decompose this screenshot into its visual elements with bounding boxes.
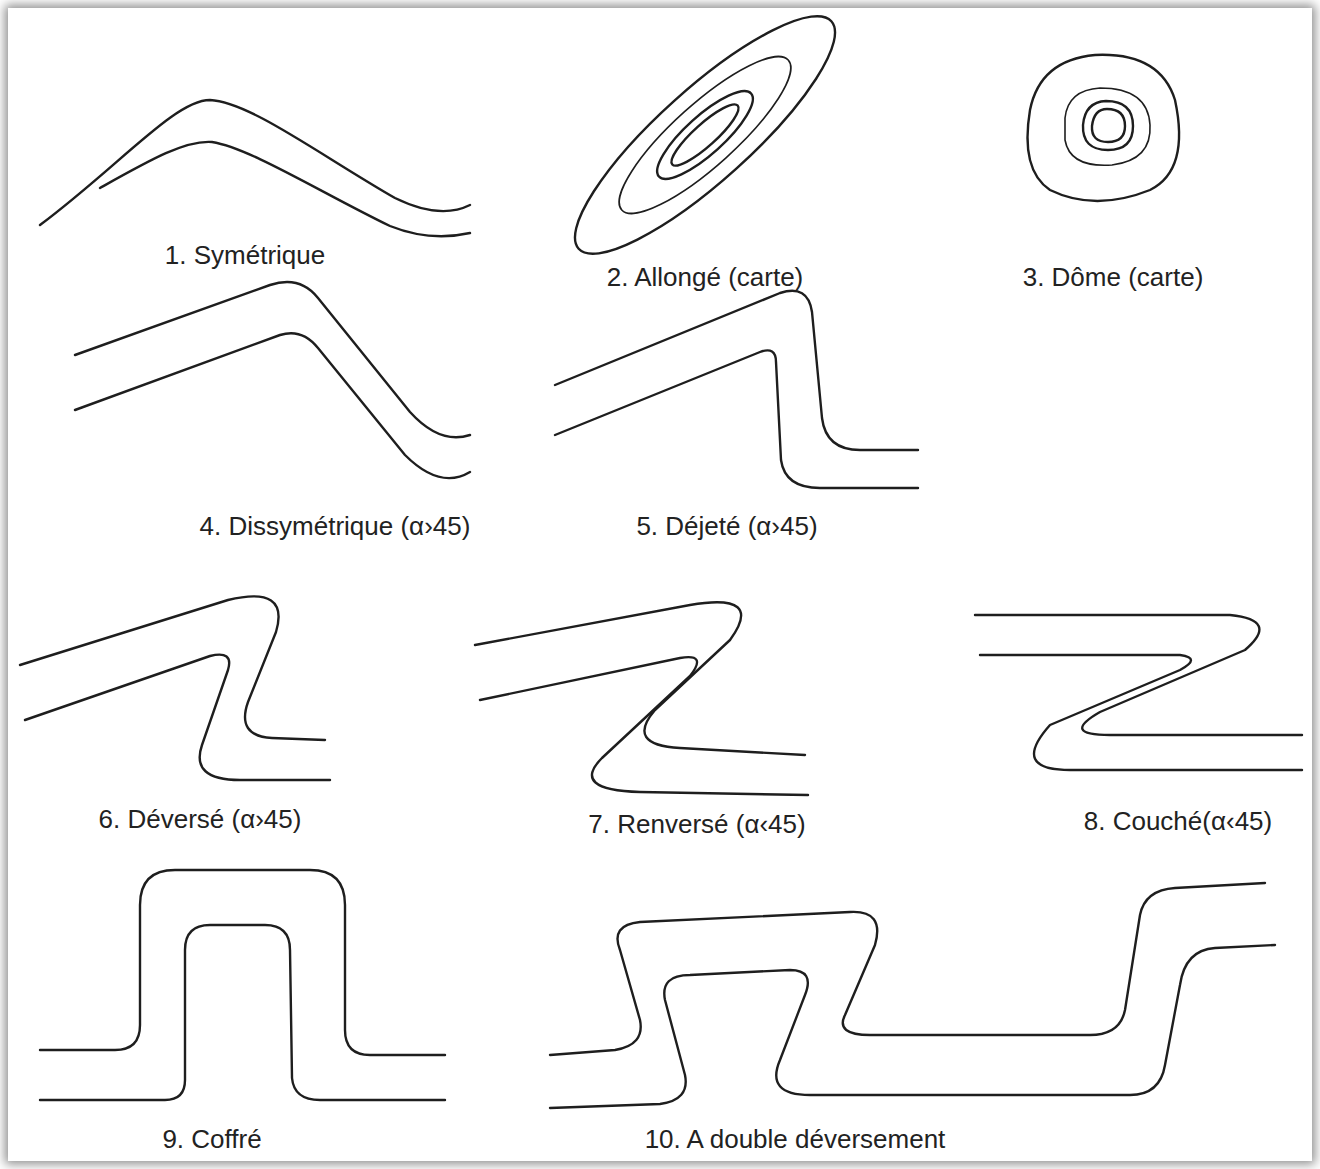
fold-caption: 7. Renversé (α‹45) — [588, 810, 805, 840]
map-contour — [1065, 88, 1150, 165]
fold-caption: 10. A double déversement — [645, 1125, 946, 1155]
fold-caption: 5. Déjeté (α›45) — [636, 512, 817, 542]
map-contour — [646, 79, 764, 190]
fold-caption: 8. Couché(α‹45) — [1084, 807, 1272, 837]
fold-stratum — [100, 142, 470, 236]
fold-caption: 6. Déversé (α›45) — [99, 805, 302, 835]
fold-stratum — [40, 100, 470, 225]
map-contour — [1028, 55, 1180, 201]
map-contour — [601, 37, 809, 233]
fold-stratum — [25, 655, 330, 780]
fold-stratum — [40, 925, 445, 1100]
fold-stratum — [550, 945, 1275, 1108]
map-contour — [1092, 109, 1125, 142]
fold-stratum — [75, 333, 470, 478]
fold-stratum — [555, 291, 918, 450]
fold-stratum — [75, 282, 470, 437]
map-contour — [1083, 101, 1133, 150]
fold-caption: 1. Symétrique — [165, 241, 325, 271]
fold-stratum — [40, 870, 445, 1055]
fold-caption: 4. Dissymétrique (α›45) — [200, 512, 471, 542]
fold-caption: 2. Allongé (carte) — [607, 263, 804, 293]
map-contour — [665, 97, 745, 172]
fold-stratum — [480, 657, 808, 795]
fold-stratum — [975, 615, 1302, 735]
map-contour — [548, 0, 862, 283]
fold-caption: 9. Coffré — [162, 1125, 261, 1155]
fold-stratum — [475, 602, 805, 755]
page-frame — [8, 8, 1312, 1161]
fold-stratum — [555, 350, 918, 488]
fold-caption: 3. Dôme (carte) — [1023, 263, 1204, 293]
fold-stratum — [550, 883, 1265, 1055]
fold-stratum — [980, 655, 1302, 770]
